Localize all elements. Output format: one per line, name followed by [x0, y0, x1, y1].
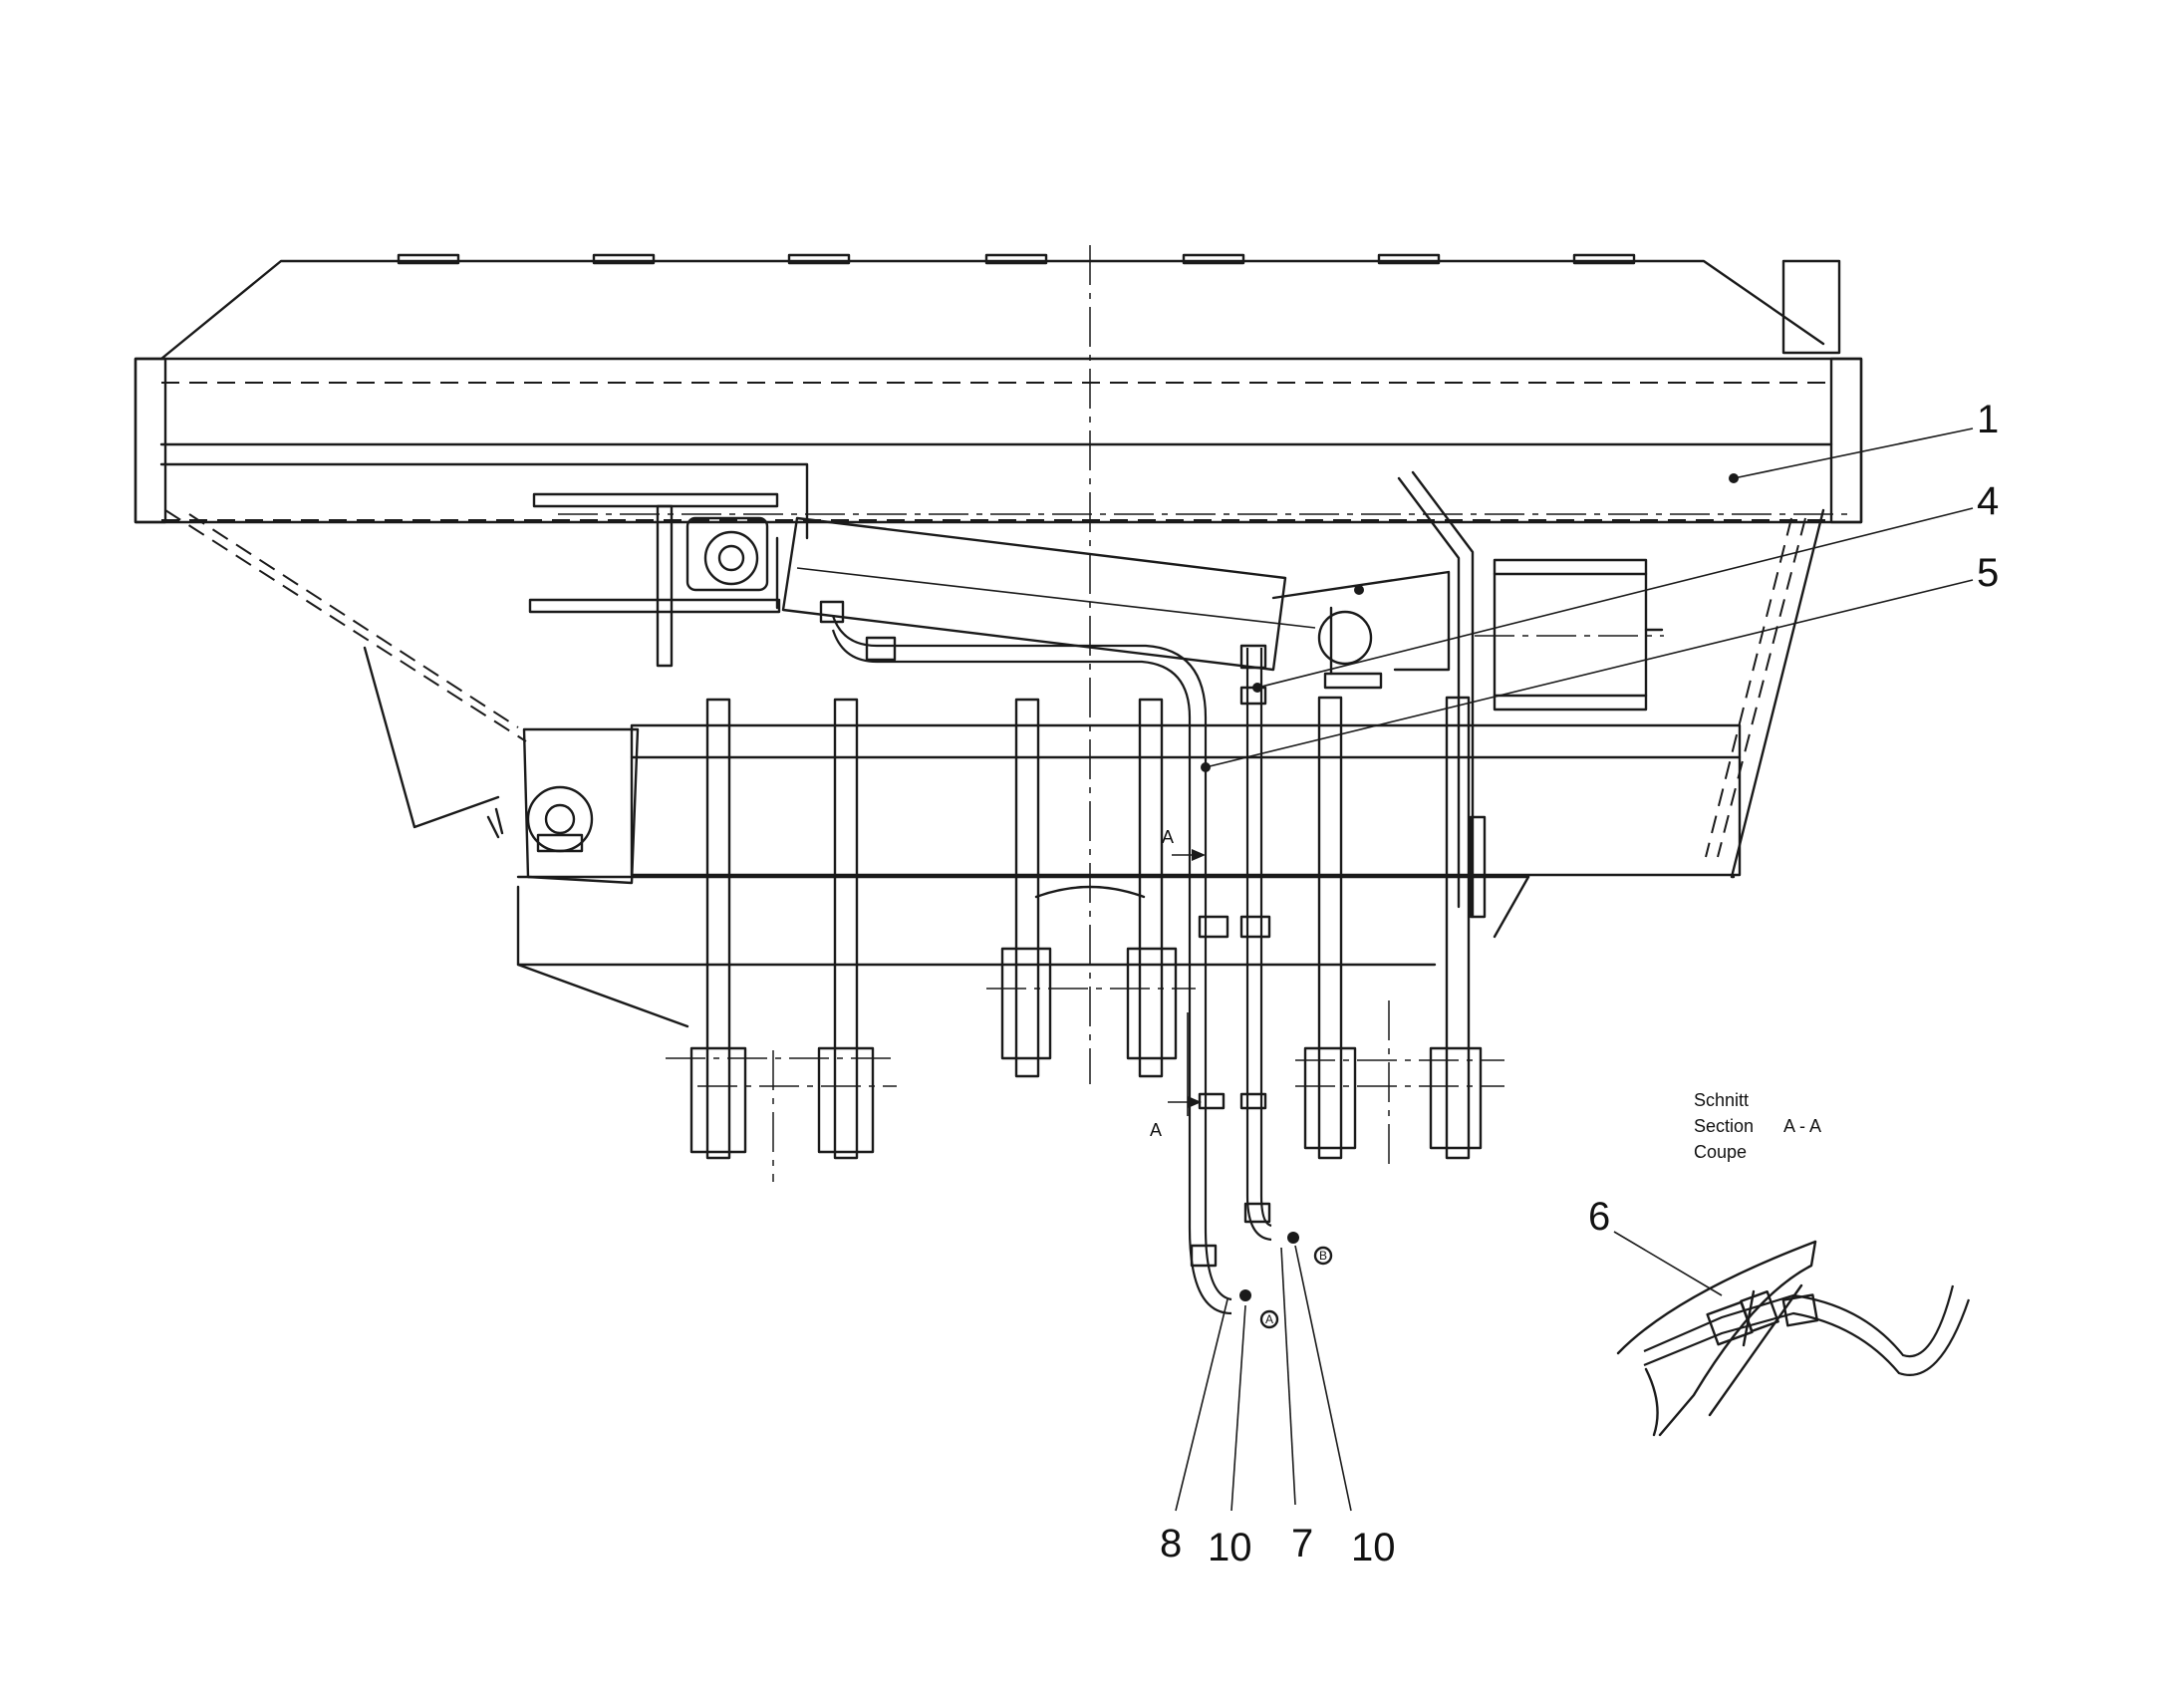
- callout-4: 4: [1977, 479, 1999, 523]
- port-b-label: B: [1319, 1249, 1327, 1263]
- callout-10-left: 10: [1208, 1526, 1252, 1569]
- leader-lines: [1175, 427, 1974, 1512]
- section-detail: [1616, 1240, 1971, 1437]
- legend-coupe: Coupe: [1694, 1142, 1747, 1162]
- centre-plate-group: [986, 698, 1196, 1078]
- left-plate-group: [666, 698, 899, 1182]
- hopper-walls: [164, 508, 1825, 879]
- lower-left-pivot: [494, 727, 640, 885]
- callout-7: 7: [1291, 1522, 1313, 1565]
- legend-section-id: A - A: [1783, 1116, 1821, 1136]
- callout-8: 8: [1160, 1522, 1182, 1565]
- legend-schnitt: Schnitt: [1694, 1090, 1749, 1110]
- section-mark-top: A: [1162, 827, 1174, 847]
- section-legend: Schnitt Section A - A Coupe: [1694, 1090, 1821, 1162]
- legend-section: Section: [1694, 1116, 1754, 1136]
- callout-1: 1: [1977, 398, 1999, 441]
- hose-assembly: A B: [819, 600, 1333, 1329]
- right-plate-group: [1295, 696, 1504, 1168]
- callout-numbers: 1 4 5 6 8 10 7 10: [1160, 398, 1999, 1569]
- section-mark-bottom: A: [1150, 1120, 1162, 1140]
- hopper-body: [134, 253, 1863, 540]
- section-a-markers: A A: [1150, 827, 1206, 1140]
- motor-unit: [1475, 558, 1664, 711]
- callout-10-right: 10: [1351, 1526, 1396, 1569]
- callout-5: 5: [1977, 551, 1999, 595]
- port-a-label: A: [1265, 1312, 1273, 1326]
- hydraulic-cylinder: [781, 516, 1451, 690]
- upper-left-bracket: [528, 492, 781, 668]
- support-arm: [1397, 470, 1475, 919]
- callout-6: 6: [1588, 1195, 1610, 1239]
